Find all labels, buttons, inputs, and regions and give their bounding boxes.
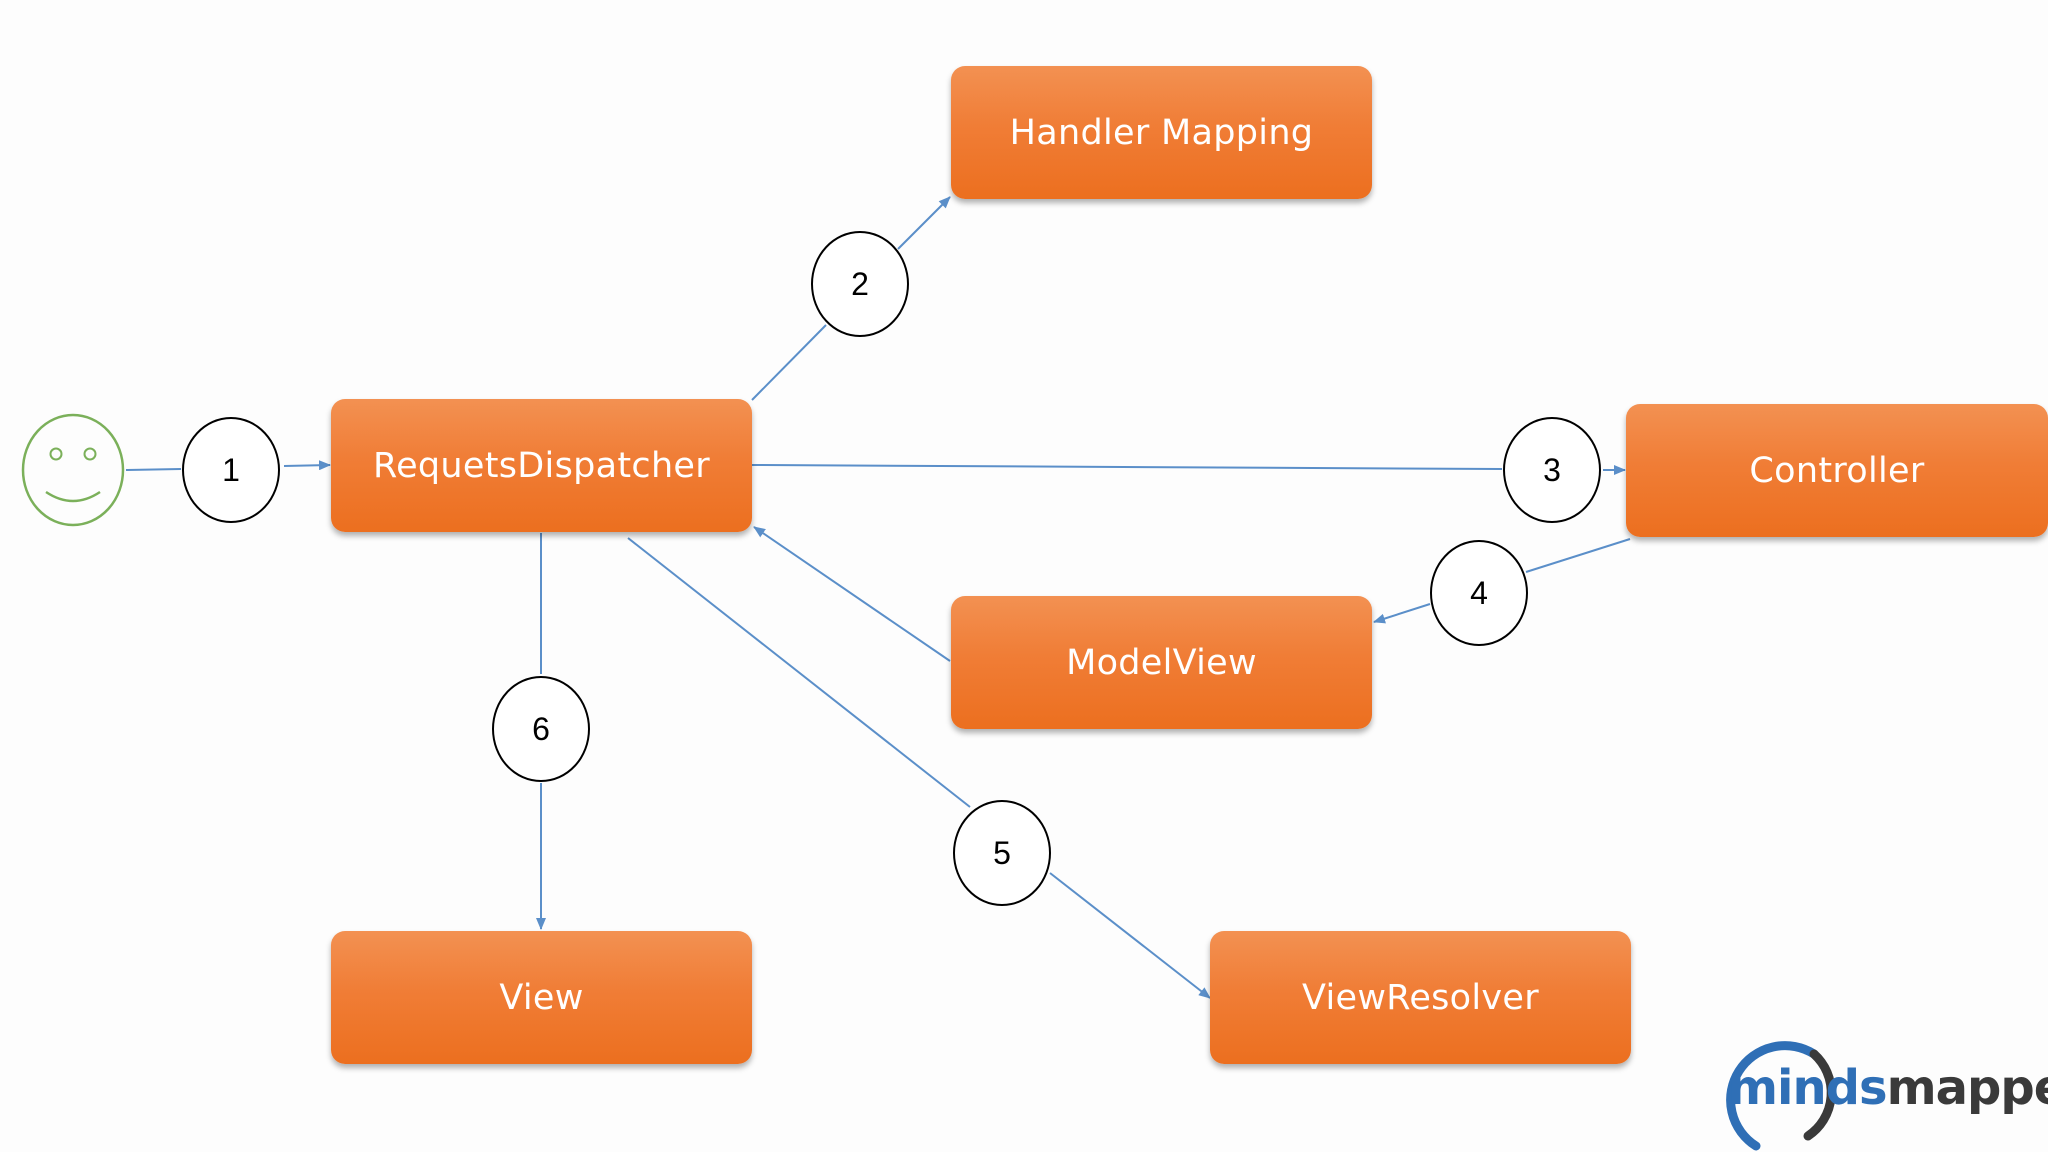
step-5-label: 5 (993, 834, 1011, 871)
user-smiley-icon (21, 413, 125, 527)
edge-step1-to-dispatcher (283, 460, 331, 471)
logo-text-mapped: mapped (1886, 1060, 2048, 1116)
node-view: View (331, 931, 752, 1064)
edge-dispatcher-to-step5 (627, 537, 971, 808)
logo-text: mindsmapped (1728, 1060, 2048, 1116)
node-dispatcher-label: RequetsDispatcher (373, 445, 710, 486)
edge-step5-to-view-resolver (1049, 872, 1211, 999)
step-1: 1 (182, 417, 280, 523)
step-3: 3 (1503, 417, 1601, 523)
step-1-label: 1 (222, 451, 240, 488)
step-5: 5 (953, 800, 1051, 906)
node-handler-mapping-label: Handler Mapping (1009, 112, 1314, 153)
node-model-view-label: ModelView (1066, 642, 1257, 683)
mindsmapped-logo: mindsmapped (1692, 1036, 2048, 1152)
node-dispatcher: RequetsDispatcher (331, 399, 752, 532)
step-2-label: 2 (851, 265, 869, 302)
step-6-label: 6 (532, 710, 550, 747)
edge-step2-to-handler-mapping (897, 196, 951, 250)
edge-user-to-step1 (125, 468, 182, 471)
node-controller: Controller (1626, 404, 2048, 537)
step-3-label: 3 (1543, 451, 1561, 488)
node-view-resolver: ViewResolver (1210, 931, 1631, 1064)
step-4: 4 (1430, 540, 1528, 646)
node-handler-mapping: Handler Mapping (951, 66, 1372, 199)
node-view-resolver-label: ViewResolver (1302, 977, 1539, 1018)
edge-dispatcher-to-step3 (751, 464, 1503, 470)
step-2: 2 (811, 231, 909, 337)
edge-step4-to-modelview (1373, 603, 1431, 624)
edge-modelview-to-dispatcher (753, 526, 951, 662)
step-6: 6 (492, 676, 590, 782)
logo-ring-icon (1726, 1041, 1836, 1151)
step-4-label: 4 (1470, 574, 1488, 611)
edge-controller-to-step4 (1525, 538, 1631, 573)
edge-dispatcher-to-step2 (751, 324, 827, 401)
logo-text-minds: minds (1728, 1060, 1888, 1116)
node-model-view: ModelView (951, 596, 1372, 729)
node-controller-label: Controller (1749, 450, 1925, 491)
node-view-label: View (499, 977, 584, 1018)
